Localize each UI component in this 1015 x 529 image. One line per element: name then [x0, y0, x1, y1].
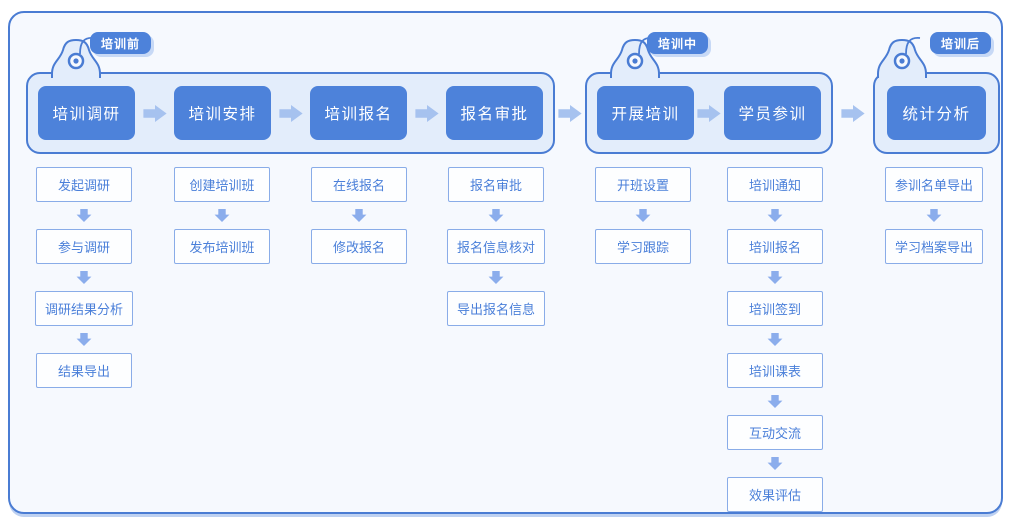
down-arrow-icon — [76, 209, 92, 222]
right-arrow-icon — [841, 105, 865, 122]
sub-step-box: 修改报名 — [311, 229, 407, 264]
phase-tag-during: 培训中 — [647, 32, 709, 54]
down-arrow-icon — [926, 209, 942, 222]
sub-step-box: 开班设置 — [595, 167, 691, 202]
right-arrow-icon — [697, 104, 721, 122]
sub-step-box: 结果导出 — [35, 353, 132, 388]
sub-step-box: 培训课表 — [727, 353, 823, 388]
sub-step-box: 学习档案导出 — [884, 229, 984, 264]
main-step-approval: 报名审批 — [446, 86, 543, 140]
sub-step-box: 调研结果分析 — [34, 291, 134, 326]
down-arrow-icon — [351, 209, 367, 222]
sub-step-box: 发起调研 — [35, 167, 132, 202]
sub-step-box: 创建培训班 — [174, 167, 270, 202]
sub-step-box: 培训报名 — [727, 229, 823, 264]
down-arrow-icon — [635, 209, 651, 222]
down-arrow-icon — [488, 209, 504, 222]
sub-step-box: 发布培训班 — [174, 229, 270, 264]
main-step-signup: 培训报名 — [310, 86, 407, 140]
main-step-attend: 学员参训 — [724, 86, 821, 140]
sub-step-box: 学习跟踪 — [595, 229, 691, 264]
phase-group-after-training: 培训后 统计分析 — [873, 32, 1000, 154]
main-step-survey: 培训调研 — [38, 86, 135, 140]
sub-step-box: 参训名单导出 — [884, 167, 984, 202]
main-step-arrange: 培训安排 — [174, 86, 271, 140]
down-arrow-icon — [767, 395, 783, 408]
phase-tag-before: 培训前 — [90, 32, 152, 54]
phase-tag-after: 培训后 — [930, 32, 992, 54]
sub-step-box: 培训签到 — [727, 291, 823, 326]
phase-group-during-training: 培训中 开展培训 学员参训 — [585, 32, 833, 154]
sub-step-box: 在线报名 — [311, 167, 407, 202]
down-arrow-icon — [214, 209, 230, 222]
sub-step-box: 报名审批 — [447, 167, 544, 202]
sub-step-box: 培训通知 — [727, 167, 823, 202]
phase-group-before-training: 培训前 培训调研 培训安排 培训报名 报名审批 — [26, 32, 555, 154]
sub-step-box: 效果评估 — [727, 477, 823, 512]
phase-tag-label: 培训后 — [941, 36, 981, 51]
down-arrow-icon — [767, 271, 783, 284]
subchain-signup: 在线报名 修改报名 — [311, 167, 407, 264]
right-arrow-icon — [278, 104, 303, 122]
right-arrow-icon — [558, 105, 582, 122]
sub-step-box: 报名信息核对 — [446, 229, 546, 264]
subchain-approval: 报名审批 报名信息核对 导出报名信息 — [446, 167, 546, 326]
subchain-conduct: 开班设置 学习跟踪 — [595, 167, 691, 264]
sub-step-box: 参与调研 — [35, 229, 132, 264]
phase-tag-label: 培训前 — [101, 36, 141, 51]
subchain-statistics: 参训名单导出 学习档案导出 — [884, 167, 984, 264]
down-arrow-icon — [76, 271, 92, 284]
main-step-conduct: 开展培训 — [597, 86, 694, 140]
right-arrow-icon — [414, 104, 439, 122]
subchain-survey: 发起调研 参与调研 调研结果分析 结果导出 — [34, 167, 134, 388]
subchain-arrange: 创建培训班 发布培训班 — [174, 167, 270, 264]
phase-tag-label: 培训中 — [658, 36, 698, 51]
down-arrow-icon — [767, 209, 783, 222]
main-step-statistics: 统计分析 — [887, 86, 986, 140]
subchain-attend: 培训通知 培训报名 培训签到 培训课表 互动交流 效果评估 — [727, 167, 823, 512]
down-arrow-icon — [488, 271, 504, 284]
sub-step-box: 互动交流 — [727, 415, 823, 450]
down-arrow-icon — [767, 457, 783, 470]
right-arrow-icon — [142, 104, 167, 122]
sub-step-box: 导出报名信息 — [446, 291, 546, 326]
down-arrow-icon — [767, 333, 783, 346]
down-arrow-icon — [76, 333, 92, 346]
